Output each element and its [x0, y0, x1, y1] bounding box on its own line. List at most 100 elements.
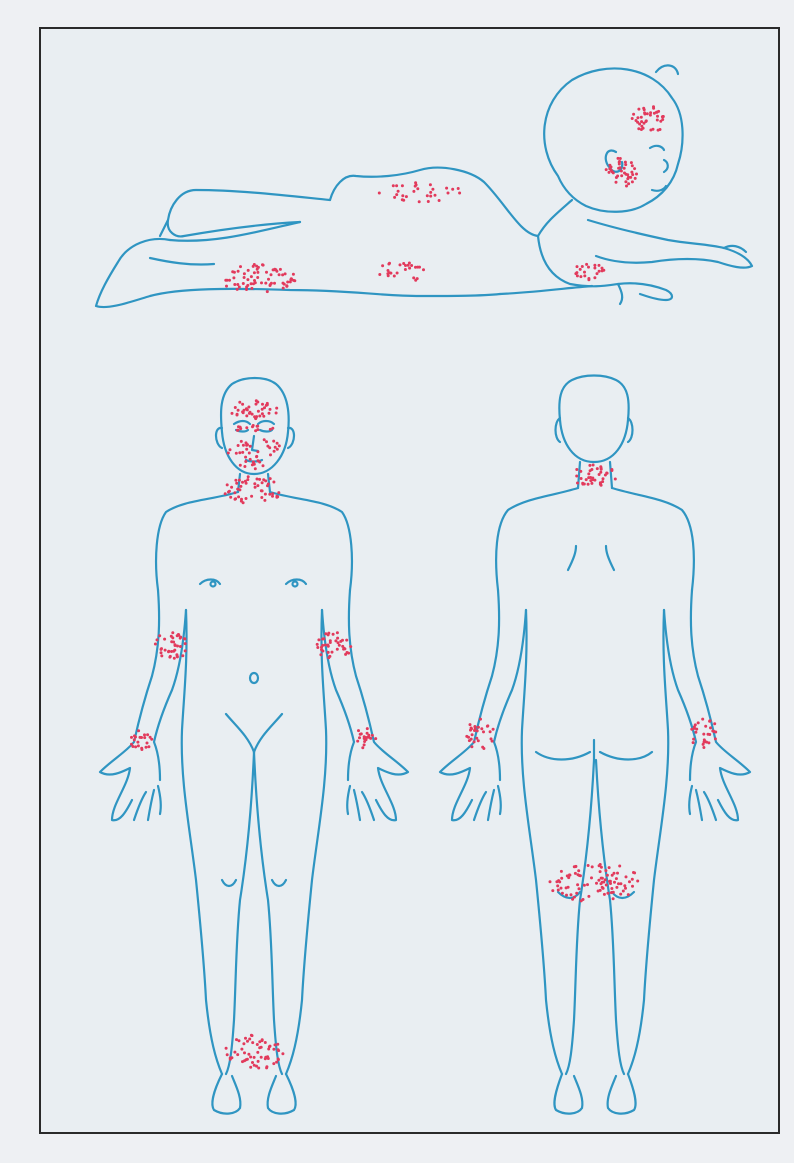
lesion-dot — [565, 894, 568, 897]
lesion-dot — [235, 482, 238, 485]
lesion-dot — [269, 477, 272, 480]
lesion-dot — [327, 632, 330, 635]
lesion-dot — [601, 886, 604, 889]
lesion-dot — [239, 265, 242, 268]
lesion-dot — [238, 451, 241, 454]
lesion-dot — [256, 425, 259, 428]
lesion-dot — [238, 286, 241, 289]
lesion-dot — [143, 736, 146, 739]
lesion-dot — [643, 111, 646, 114]
lesion-dot — [608, 171, 611, 174]
lesion-dot — [447, 192, 450, 195]
lesion-dot — [264, 1041, 267, 1044]
lesion-dot — [257, 266, 260, 269]
lesion-dot — [254, 281, 257, 284]
lesion-dot — [374, 737, 377, 740]
lesion-dot — [451, 188, 454, 191]
lesion-dot — [256, 450, 259, 453]
lesion-dot — [587, 476, 590, 479]
lesion-dot — [131, 745, 134, 748]
lesion-dot — [593, 264, 596, 267]
lesion-dot — [567, 886, 570, 889]
lesion-dot — [612, 897, 615, 900]
lesion-dot — [585, 478, 588, 481]
lesion-dot — [269, 453, 272, 456]
lesion-dot — [316, 646, 319, 649]
lesion-dot — [609, 882, 612, 885]
lesion-dot — [282, 287, 285, 290]
lesion-dot — [635, 173, 638, 176]
lesion-dot — [273, 282, 276, 285]
lesion-dot — [319, 653, 322, 656]
lesion-dot — [250, 275, 253, 278]
lesion-dot — [587, 472, 590, 475]
lesion-dot — [292, 273, 295, 276]
lesion-dot — [146, 742, 149, 745]
lesion-dot — [240, 440, 243, 443]
lesion-dot — [477, 726, 480, 729]
lesion-dot — [585, 263, 588, 266]
lesion-dot — [599, 870, 602, 873]
lesion-dot — [587, 864, 590, 867]
lesion-dot — [408, 262, 411, 265]
lesion-dot — [246, 1040, 249, 1043]
lesion-dot — [264, 479, 267, 482]
lesion-dot — [465, 735, 468, 738]
lesion-dot — [261, 403, 264, 406]
lesion-dot — [587, 277, 590, 280]
lesion-dot — [593, 267, 596, 270]
lesion-dot — [253, 482, 256, 485]
lesion-dot — [233, 271, 236, 274]
lesion-dot — [238, 401, 241, 404]
lesion-dot — [270, 273, 273, 276]
lesion-dot — [693, 727, 696, 730]
lesion-dot — [236, 288, 239, 291]
lesion-dot — [619, 882, 622, 885]
lesion-dot — [613, 881, 616, 884]
lesion-dot — [402, 262, 405, 265]
lesion-dot — [714, 731, 717, 734]
lesion-dot — [249, 1066, 252, 1069]
lesion-dot — [265, 1065, 268, 1068]
lesion-dot — [576, 274, 579, 277]
lesion-dot — [624, 163, 627, 166]
lesion-dot — [631, 164, 634, 167]
lesion-dot — [274, 1043, 277, 1046]
lesion-dot — [387, 269, 390, 272]
lesion-dot — [331, 651, 334, 654]
lesion-dot — [140, 736, 143, 739]
lesion-dot — [244, 1037, 247, 1040]
lesion-dot — [583, 483, 586, 486]
lesion-dot — [276, 495, 279, 498]
lesion-dot — [368, 736, 371, 739]
lesion-dot — [234, 479, 237, 482]
lesion-dot — [624, 180, 627, 183]
lesion-dot — [225, 1047, 228, 1050]
lesion-dot — [579, 470, 582, 473]
lesion-dot — [363, 743, 366, 746]
lesion-dot — [277, 491, 280, 494]
lesion-dot — [633, 167, 636, 170]
lesion-dot — [249, 445, 252, 448]
lesion-dot — [327, 651, 330, 654]
lesion-dot — [254, 417, 257, 420]
lesion-dot — [263, 499, 266, 502]
lesion-dot — [570, 893, 573, 896]
lesion-dot — [164, 649, 167, 652]
lesion-dot — [257, 1060, 260, 1063]
lesion-dot — [395, 193, 398, 196]
lesion-dot — [587, 266, 590, 269]
lesion-dot — [251, 1061, 254, 1064]
lesion-dot — [426, 194, 429, 197]
lesion-dot — [615, 877, 618, 880]
lesion-dot — [320, 646, 323, 649]
lesion-dot — [276, 1043, 279, 1046]
lesion-dot — [371, 734, 374, 737]
lesion-dot — [661, 118, 664, 121]
lesion-dot — [429, 195, 432, 198]
lesion-dot — [286, 281, 289, 284]
lesion-dot — [176, 655, 179, 658]
lesion-dot — [236, 413, 239, 416]
lesion-dot — [469, 729, 472, 732]
